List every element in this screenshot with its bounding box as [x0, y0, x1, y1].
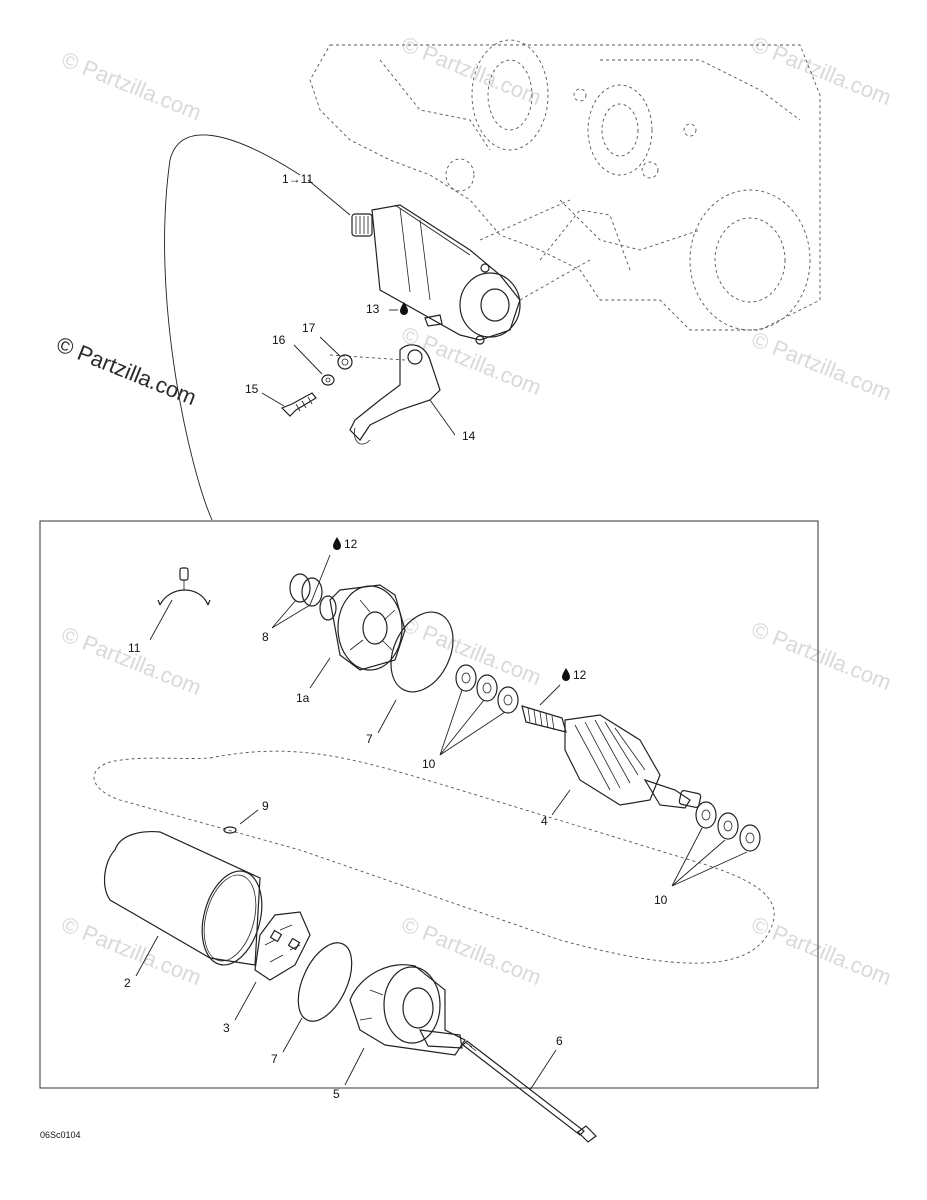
watermark: © Partzilla.com	[58, 46, 205, 125]
armature	[521, 684, 702, 809]
leader-line	[149, 599, 173, 641]
callout-label: 7	[366, 732, 373, 746]
leader-lines-top	[261, 179, 456, 436]
callout-label: 8	[262, 630, 269, 644]
through-bolt	[462, 1040, 597, 1143]
watermark: © Partzilla.com	[748, 326, 895, 405]
thrust-washers	[695, 801, 761, 852]
watermark: © Partzilla.com	[58, 621, 205, 700]
brush-holder	[254, 911, 311, 981]
callout-label: 12	[344, 537, 358, 551]
watermark-layer: © Partzilla.com © Partzilla.com © Partzi…	[58, 31, 895, 990]
callout-label: 9	[262, 799, 269, 813]
detail-box	[39, 520, 819, 1089]
fasteners-top	[280, 354, 353, 417]
leader-line	[271, 554, 331, 629]
front-end-cover	[319, 584, 406, 671]
small-o-ring	[223, 826, 237, 834]
callout-label: 6	[556, 1034, 563, 1048]
callout-label: 10	[422, 757, 436, 771]
callout-label: 14	[462, 429, 476, 443]
brush-clip	[157, 567, 211, 606]
callout-curve	[164, 134, 301, 521]
engine-block	[309, 39, 821, 331]
copyright-stamp: © Partzilla.com	[53, 331, 200, 410]
stator-housing	[103, 830, 263, 966]
watermark: © Partzilla.com	[398, 911, 545, 990]
callout-label: 16	[272, 333, 286, 347]
callout-label: 17	[302, 321, 316, 335]
callout-label: 1→11	[282, 172, 313, 186]
leader-line	[239, 809, 259, 825]
bracket	[349, 344, 441, 445]
leader-line	[282, 1017, 303, 1053]
watermark: © Partzilla.com	[748, 31, 895, 110]
leader-line	[135, 935, 159, 977]
alignment-line	[519, 259, 591, 301]
leader-line	[439, 689, 506, 756]
watermark: © Partzilla.com	[748, 616, 895, 695]
callout-label: 11	[128, 641, 141, 655]
callout-label: 3	[223, 1021, 230, 1035]
rear-end-cover	[349, 964, 466, 1056]
watermark: © Partzilla.com	[398, 611, 545, 690]
callout-label: 13	[366, 302, 380, 316]
leader-line	[551, 789, 571, 816]
callout-label: 2	[124, 976, 131, 990]
leader-line	[344, 1047, 365, 1086]
callout-label: 1a	[296, 691, 310, 705]
starter-motor-assembly	[351, 204, 521, 345]
alignment-line	[479, 199, 571, 241]
drawing-code: 06Sc0104	[40, 1130, 81, 1140]
leader-line	[377, 699, 397, 734]
thrust-washers	[455, 664, 519, 714]
grease-drop-icon	[400, 302, 408, 315]
leader-line	[529, 1049, 557, 1091]
callout-label: 15	[245, 382, 259, 396]
callout-label: 4	[541, 814, 548, 828]
leader-line	[671, 827, 748, 887]
stud	[424, 314, 443, 327]
callout-label: 7	[271, 1052, 278, 1066]
watermark: © Partzilla.com	[748, 911, 895, 990]
grease-drop-icon	[333, 537, 341, 550]
callout-label: 12	[573, 668, 587, 682]
large-o-ring	[297, 942, 353, 1022]
group-outline	[93, 750, 775, 964]
leader-line	[234, 981, 257, 1021]
leader-line	[309, 657, 331, 689]
large-o-ring	[390, 611, 454, 693]
callout-label: 5	[333, 1087, 340, 1101]
grease-drop-icon	[562, 668, 570, 681]
watermark: © Partzilla.com	[58, 911, 205, 990]
o-rings	[289, 573, 323, 607]
callout-label: 10	[654, 893, 668, 907]
